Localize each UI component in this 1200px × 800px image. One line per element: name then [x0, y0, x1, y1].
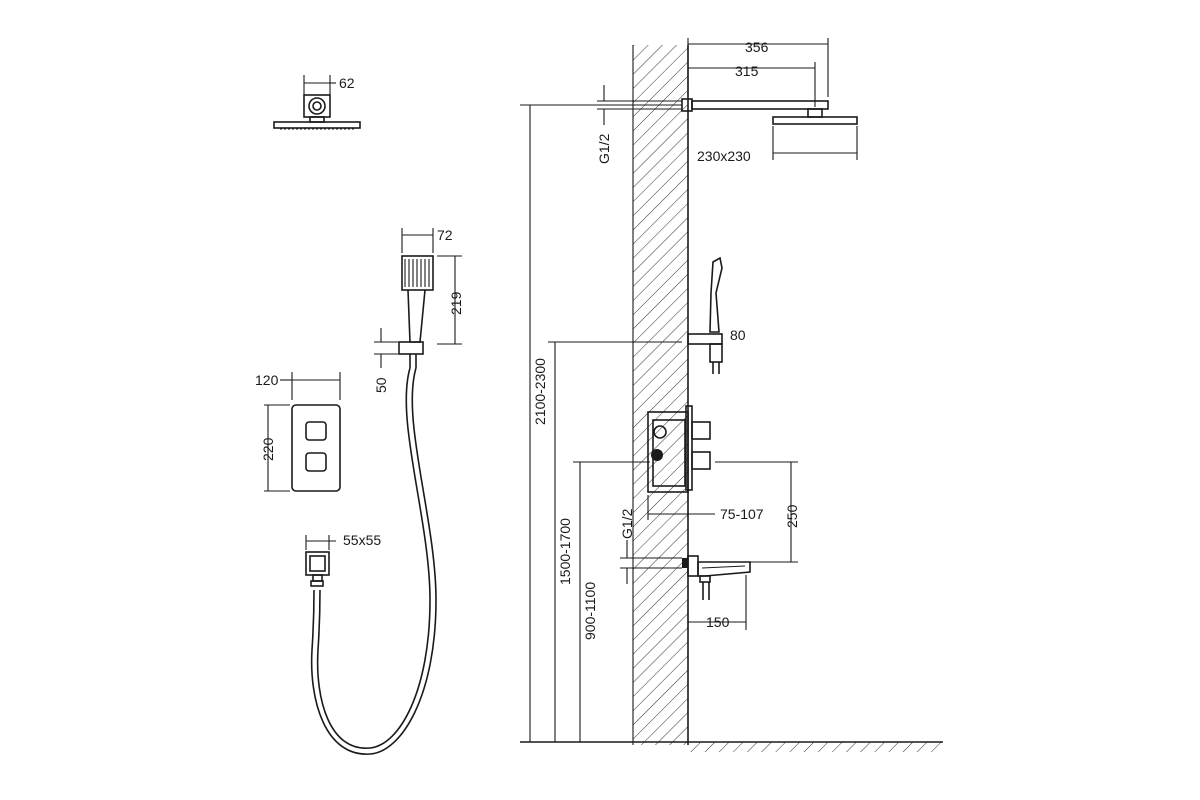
dim-panel-width: 120	[255, 372, 279, 388]
hand-shower-elevation: 80 1500-1700	[548, 256, 746, 742]
dim-panel-height: 220	[260, 437, 276, 461]
floor-section	[520, 741, 943, 752]
dim-height-overall-group: 2100-2300	[520, 104, 682, 742]
shower-hose	[310, 367, 437, 755]
dim-height-holder: 1500-1700	[557, 518, 573, 585]
dim-valve-depth: 75-107	[720, 506, 764, 522]
dim-holder-offset: 50	[373, 377, 389, 393]
dim-thread-top: G1/2	[596, 133, 612, 164]
hand-shower-detail: 72 219 50	[373, 227, 464, 393]
wall-section	[632, 45, 689, 745]
bath-spout-elevation: G1/2 900-1100 150	[573, 461, 751, 742]
dim-head-size: 230x230	[697, 148, 751, 164]
dim-hand-shower-width: 72	[437, 227, 453, 243]
control-panel-detail: 120 220	[255, 372, 341, 492]
dim-height-spout: 900-1100	[582, 582, 598, 640]
dim-hand-shower-height: 219	[448, 291, 464, 315]
wall-outlet-detail: 55x55	[305, 532, 381, 587]
dim-arm-length: 315	[735, 63, 759, 79]
dim-height-overall: 2100-2300	[532, 358, 548, 425]
dim-valve-spacing: 250	[784, 504, 800, 528]
dim-outlet-size: 55x55	[343, 532, 381, 548]
dim-rain-arm-width: 62	[339, 75, 355, 91]
dim-arm-length-total: 356	[745, 39, 769, 55]
hand-shower-face-grille	[404, 259, 430, 287]
rain-shower-elevation: 356 315 230x230 G1/2	[596, 38, 858, 164]
dim-spout-projection: 150	[706, 614, 730, 630]
dim-holder-projection: 80	[730, 327, 746, 343]
rain-head-detail: 62	[273, 75, 361, 130]
dim-thread-mid: G1/2	[619, 508, 635, 539]
